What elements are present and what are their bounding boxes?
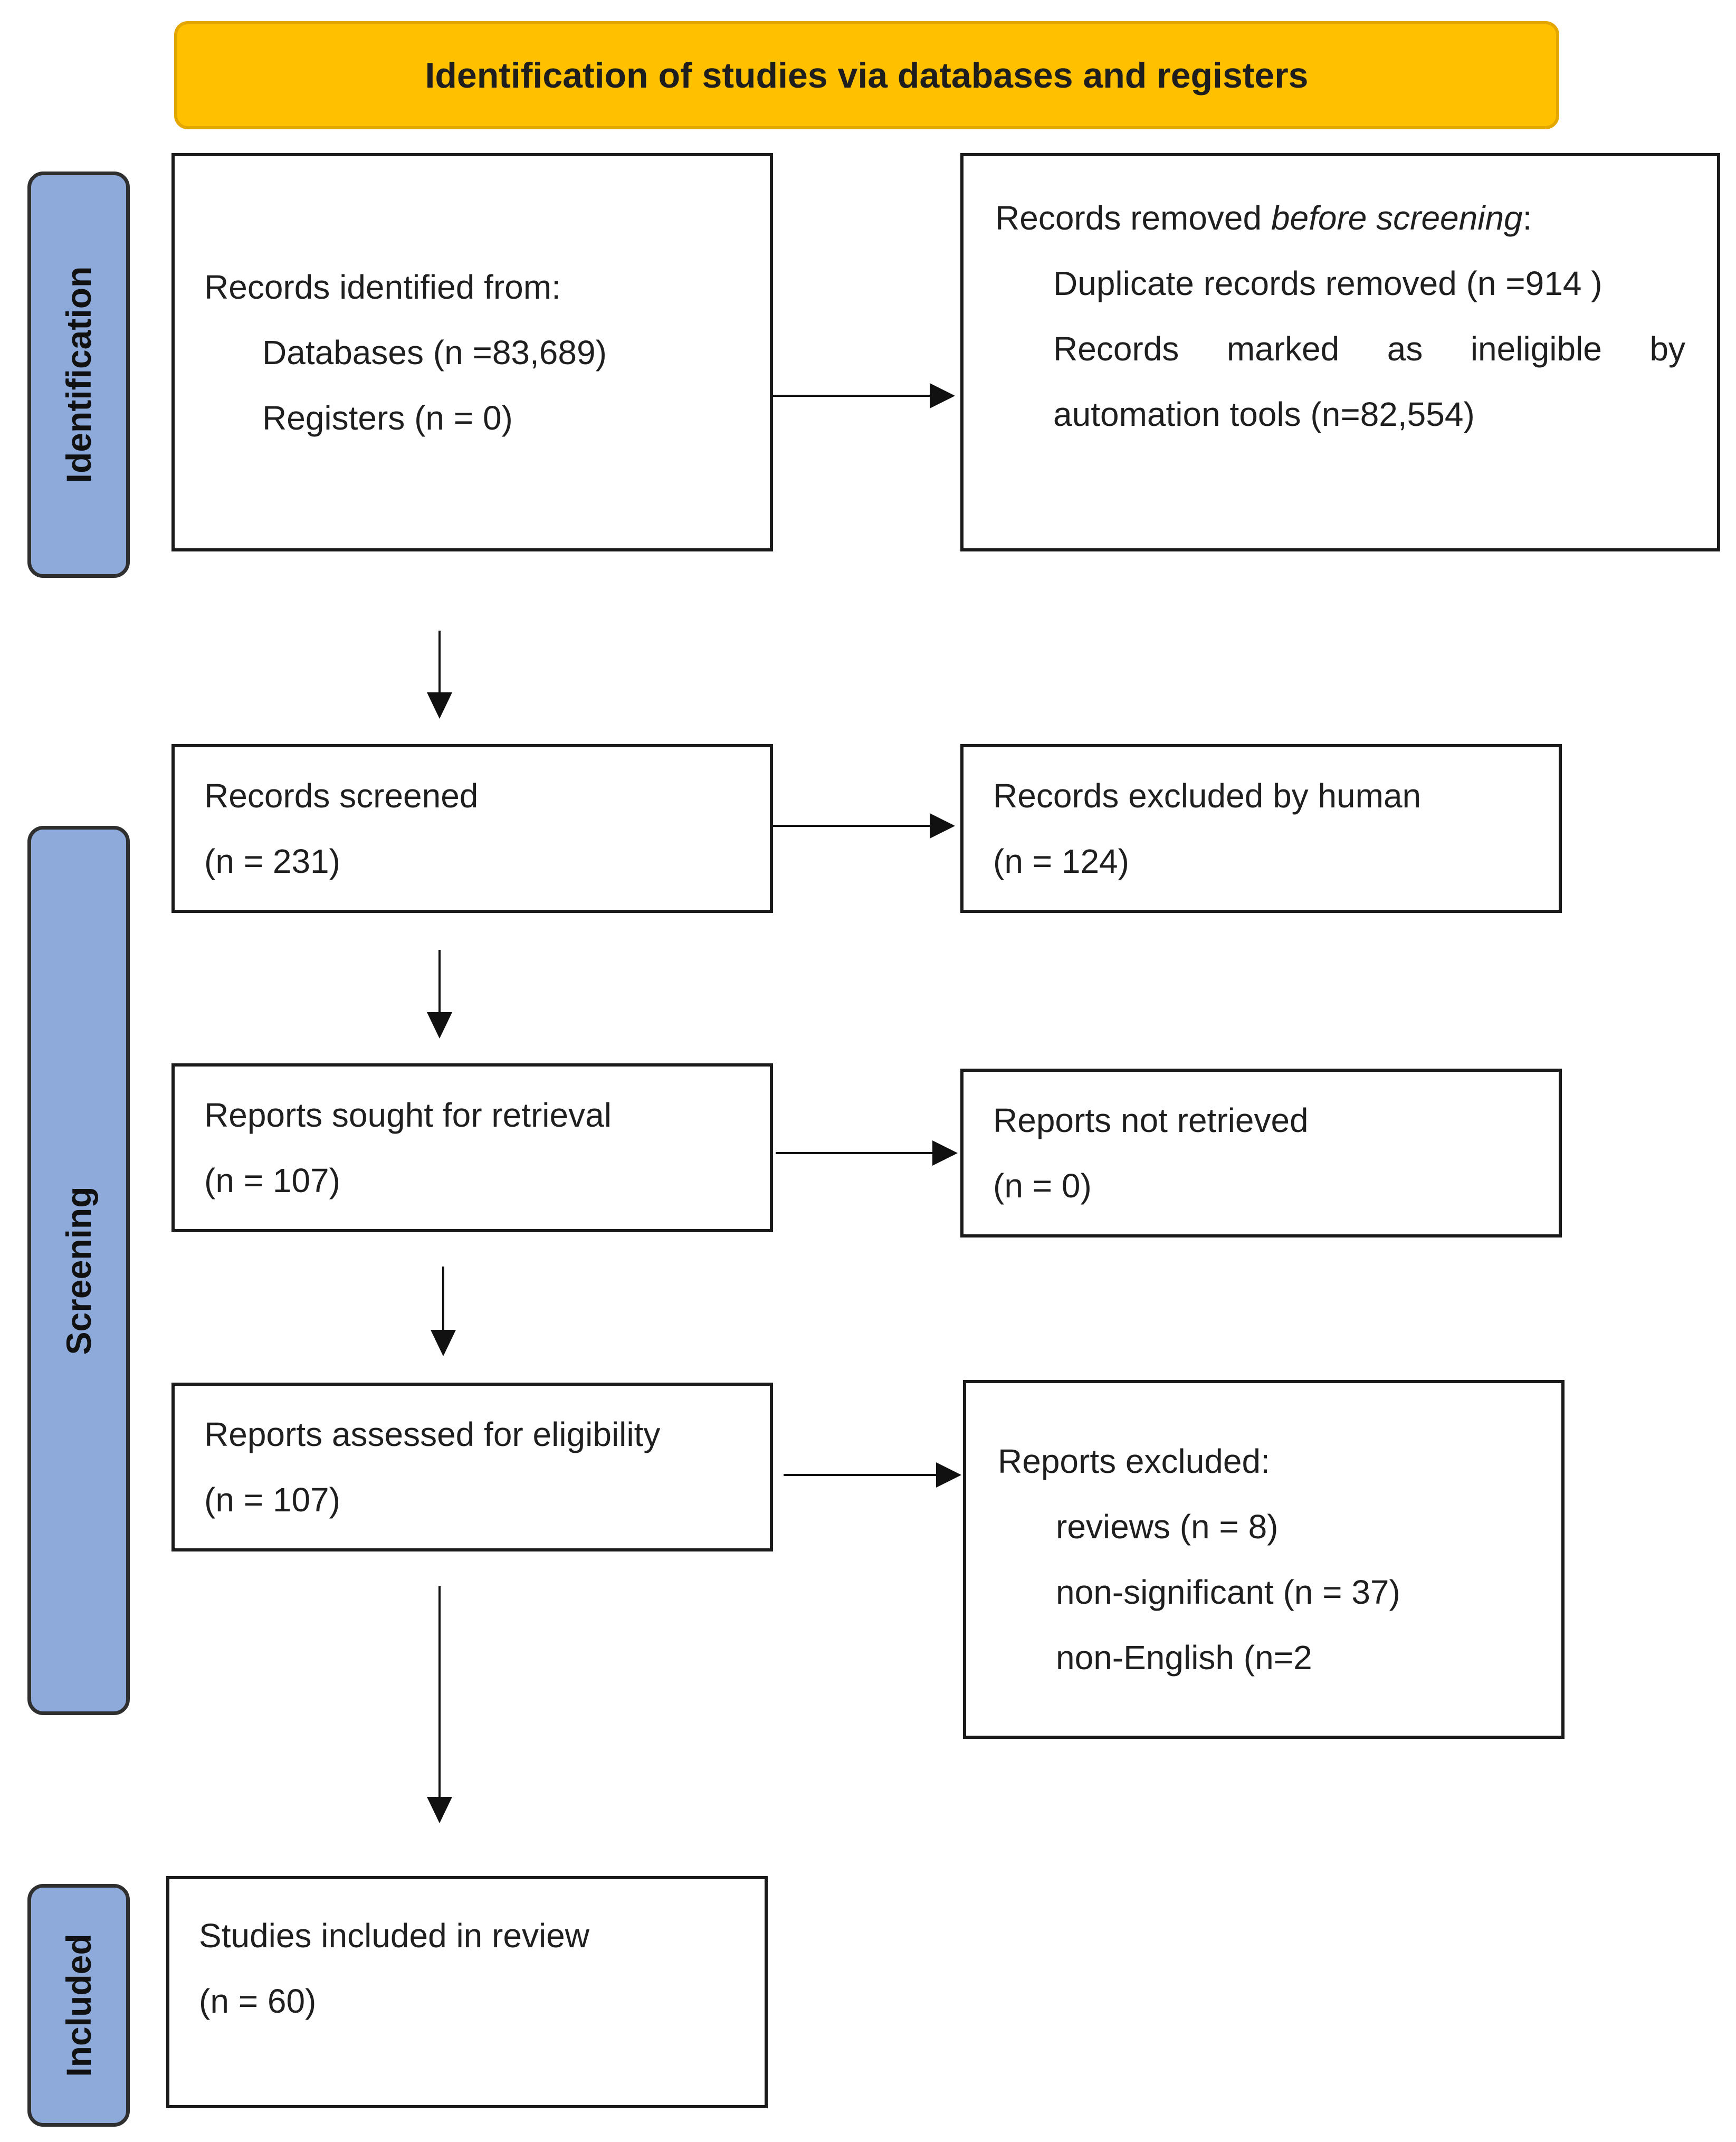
ineligible-word: by	[1649, 330, 1685, 368]
records-excluded-title: Records excluded by human	[993, 777, 1422, 815]
reports-excluded-box: Reports excluded: reviews (n = 8) non-si…	[963, 1380, 1565, 1739]
excluded-non-english: non-English (n=2	[1056, 1639, 1312, 1677]
arrowhead-right	[930, 383, 955, 408]
reports-excluded-title: Reports excluded:	[998, 1442, 1270, 1480]
records-identified-box: Records identified from: Databases (n =8…	[171, 153, 773, 551]
arrowhead-down	[427, 1012, 452, 1039]
studies-included-box: Studies included in review (n = 60)	[166, 1876, 768, 2108]
records-removed-title-suffix: :	[1522, 199, 1532, 237]
records-removed-title: Records removed before screening:	[995, 185, 1685, 251]
header-banner: Identification of studies via databases …	[174, 21, 1559, 129]
ineligible-word: as	[1387, 330, 1423, 368]
arrowhead-right	[932, 1140, 958, 1166]
ineligible-word: Records	[1053, 330, 1179, 368]
reports-sought-count: (n = 107)	[204, 1162, 340, 1199]
duplicates-removed: Duplicate records removed (n =914 )	[1053, 264, 1603, 302]
registers-count: Registers (n = 0)	[262, 398, 513, 437]
records-removed-title-italic: before screening	[1271, 199, 1523, 237]
records-screened-title: Records screened	[204, 777, 479, 815]
studies-included-title: Studies included in review	[199, 1917, 589, 1955]
phase-identification: Identification	[27, 172, 130, 578]
records-screened-count: (n = 231)	[204, 842, 340, 880]
reports-assessed-box: Reports assessed for eligibility (n = 10…	[171, 1383, 773, 1551]
records-identified-title: Records identified from:	[204, 268, 561, 306]
excluded-non-significant: non-significant (n = 37)	[1056, 1573, 1400, 1611]
reports-not-retrieved-box: Reports not retrieved (n = 0)	[960, 1069, 1562, 1237]
phase-screening: Screening	[27, 826, 130, 1715]
header-title: Identification of studies via databases …	[425, 55, 1309, 96]
ineligible-word: ineligible	[1470, 330, 1602, 368]
ineligible-word: marked	[1226, 330, 1340, 368]
phase-included: Included	[27, 1884, 130, 2127]
reports-assessed-count: (n = 107)	[204, 1481, 340, 1519]
arrowhead-down	[427, 692, 452, 719]
records-screened-box: Records screened (n = 231)	[171, 744, 773, 913]
excluded-reviews: reviews (n = 8)	[1056, 1508, 1279, 1546]
reports-assessed-title: Reports assessed for eligibility	[204, 1415, 661, 1453]
studies-included-count: (n = 60)	[199, 1982, 317, 2020]
reports-sought-title: Reports sought for retrieval	[204, 1096, 612, 1134]
arrowhead-down	[431, 1330, 456, 1356]
reports-not-retrieved-count: (n = 0)	[993, 1167, 1092, 1205]
reports-sought-box: Reports sought for retrieval (n = 107)	[171, 1063, 773, 1232]
arrowhead-right	[930, 813, 955, 839]
databases-count: Databases (n =83,689)	[262, 333, 607, 372]
records-removed-title-prefix: Records removed	[995, 199, 1271, 237]
ineligible-line-2: automation tools (n=82,554)	[1053, 395, 1475, 433]
records-excluded-count: (n = 124)	[993, 842, 1129, 880]
records-excluded-box: Records excluded by human (n = 124)	[960, 744, 1562, 913]
reports-not-retrieved-title: Reports not retrieved	[993, 1101, 1309, 1139]
arrowhead-down	[427, 1797, 452, 1823]
records-removed-box: Records removed before screening: Duplic…	[960, 153, 1720, 551]
arrowhead-right	[936, 1462, 961, 1488]
ineligible-line-1: Records marked as ineligible by	[995, 316, 1685, 382]
